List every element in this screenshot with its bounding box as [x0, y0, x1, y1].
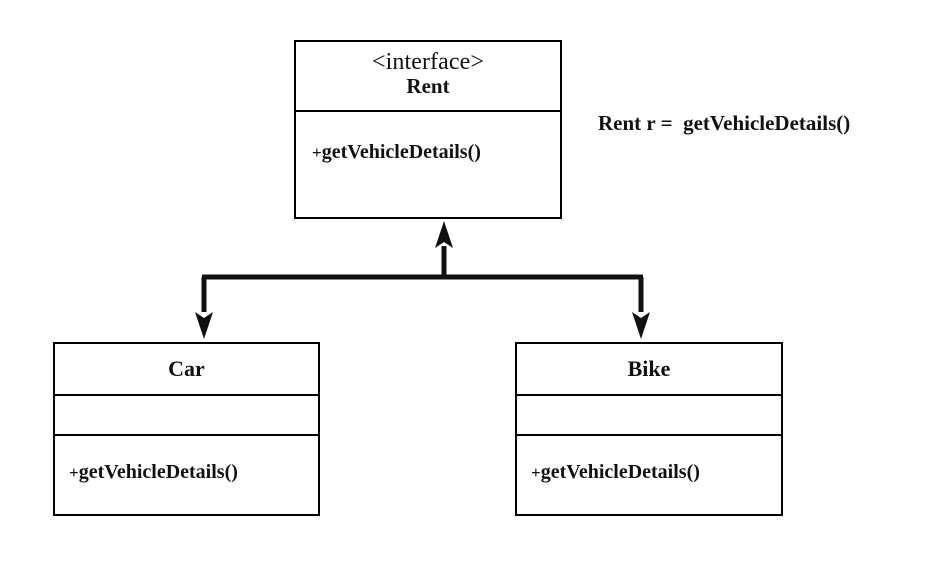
interface-header-compartment: <interface> Rent [296, 42, 560, 112]
bike-attributes-compartment [517, 396, 781, 436]
interface-name-label: Rent [406, 74, 450, 99]
arrowhead-up-to-rent [435, 221, 453, 248]
annotation-rent-assignment: Rent r = getVehicleDetails() [598, 111, 851, 135]
bike-methods-compartment: +getVehicleDetails() [517, 436, 781, 514]
interface-box-rent[interactable]: <interface> Rent +getVehicleDetails() [294, 40, 562, 219]
interface-method-getvehicledetails[interactable]: +getVehicleDetails() [312, 142, 481, 162]
interface-methods-compartment: +getVehicleDetails() [296, 112, 560, 217]
car-name-label: Car [168, 355, 205, 381]
class-box-bike[interactable]: Bike +getVehicleDetails() [515, 342, 783, 516]
arrowhead-down-to-car [195, 312, 213, 339]
class-box-car[interactable]: Car +getVehicleDetails() [53, 342, 320, 516]
interface-stereotype-label: <interface> [371, 49, 485, 75]
car-method-getvehicledetails[interactable]: +getVehicleDetails() [69, 462, 238, 482]
method-signature: getVehicleDetails() [321, 141, 481, 163]
method-signature: getVehicleDetails() [540, 461, 700, 483]
bike-header-compartment: Bike [517, 344, 781, 396]
visibility-marker: + [69, 463, 79, 482]
method-signature: getVehicleDetails() [78, 461, 238, 483]
bike-method-getvehicledetails[interactable]: +getVehicleDetails() [531, 462, 700, 482]
visibility-marker: + [312, 143, 322, 162]
car-attributes-compartment [55, 396, 318, 436]
car-header-compartment: Car [55, 344, 318, 396]
car-methods-compartment: +getVehicleDetails() [55, 436, 318, 514]
bike-name-label: Bike [627, 355, 671, 381]
arrowhead-down-to-bike [632, 312, 650, 339]
visibility-marker: + [531, 463, 541, 482]
